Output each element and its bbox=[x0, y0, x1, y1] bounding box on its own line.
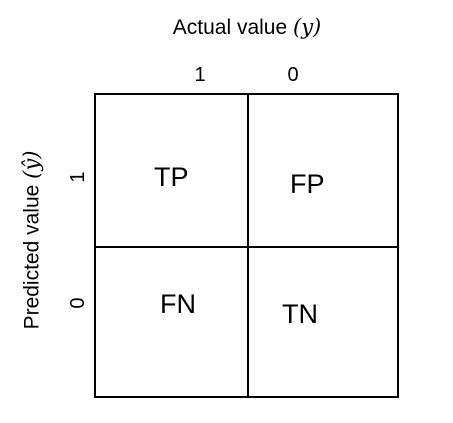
cell-true-negative: TN bbox=[282, 299, 318, 329]
cell-false-negative: FN bbox=[160, 289, 196, 319]
matrix-vertical-divider bbox=[247, 95, 249, 396]
column-axis-title: Actual value (y) bbox=[0, 14, 453, 41]
cell-true-positive: TP bbox=[154, 162, 189, 192]
confusion-matrix: TP FP FN TN bbox=[94, 93, 399, 398]
column-tick-1: 1 bbox=[194, 64, 206, 86]
row-axis-title-text: Predicted value bbox=[20, 178, 44, 330]
column-axis-title-symbol: (y) bbox=[293, 15, 322, 39]
row-tick-0: 0 bbox=[67, 297, 89, 309]
matrix-horizontal-divider bbox=[96, 246, 397, 248]
row-axis-title-symbol: (ŷ) bbox=[19, 150, 44, 179]
row-axis-title: Predicted value (ŷ) bbox=[19, 151, 46, 330]
column-axis-title-text: Actual value bbox=[172, 16, 293, 39]
cell-false-positive: FP bbox=[290, 169, 325, 199]
row-tick-1: 1 bbox=[67, 171, 89, 183]
column-tick-0: 0 bbox=[287, 64, 299, 86]
